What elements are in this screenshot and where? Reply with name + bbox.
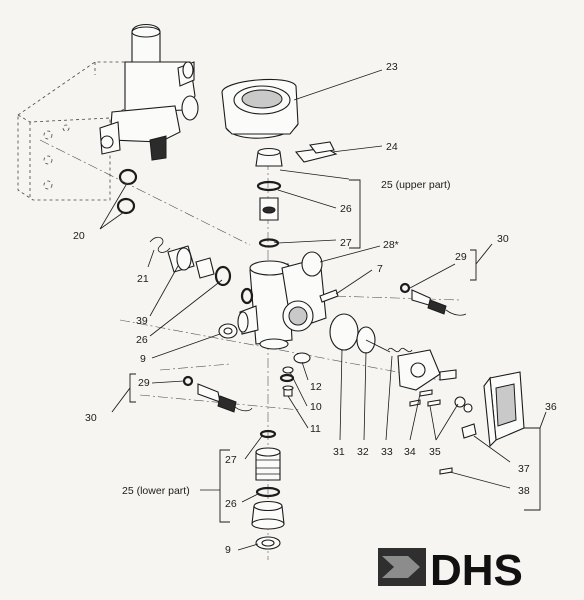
callout-39: 39 [136, 315, 148, 327]
callout-9-lower: 9 [225, 544, 231, 556]
bracket-30-left [111, 373, 136, 413]
sensor-left-assembly [182, 375, 253, 413]
callout-36: 36 [545, 401, 557, 413]
bracket-30-right [470, 243, 493, 281]
part-25-lower-stack [251, 429, 285, 550]
assembly-centerlines [39, 139, 461, 560]
part-36-housing [483, 371, 525, 448]
callout-31: 31 [333, 446, 345, 458]
callout-21: 21 [137, 273, 149, 285]
leader-lines [99, 69, 511, 551]
callout-37: 37 [518, 463, 530, 475]
callout-34: 34 [404, 446, 416, 458]
callout-32: 32 [357, 446, 369, 458]
callout-26-upper: 26 [340, 203, 352, 215]
callout-25-lower: 25 (lower part) [122, 485, 190, 497]
main-valve-body [237, 251, 327, 350]
part-26-left-parts [195, 257, 254, 305]
part-38-screw [439, 467, 453, 475]
callout-38: 38 [518, 485, 530, 497]
callout-9-left: 9 [140, 353, 146, 365]
part-24-clip [294, 141, 338, 163]
dhs-logo: DHS [378, 546, 523, 595]
callout-30-left: 30 [85, 412, 97, 424]
part-9-washer-left [218, 323, 238, 339]
bracket-25-lower [219, 449, 230, 523]
callout-30-right: 30 [497, 233, 509, 245]
part-35-screws [409, 389, 473, 413]
callout-25-upper: 25 (upper part) [381, 179, 450, 191]
part-23-cap [221, 78, 299, 139]
callout-20: 20 [73, 230, 85, 242]
part-34-cover [397, 349, 457, 391]
o-ring-20-pair [116, 168, 138, 215]
logo-text: DHS [430, 546, 523, 595]
callout-24: 24 [386, 141, 398, 153]
ghost-valve-block [17, 61, 186, 201]
callout-26-left: 26 [136, 334, 148, 346]
callout-7: 7 [377, 263, 383, 275]
part-39-nut [167, 245, 195, 273]
callout-29-left: 29 [138, 377, 150, 389]
part-33-spring [387, 347, 413, 353]
part-31-diaphragm [329, 313, 359, 351]
callout-11: 11 [310, 423, 321, 435]
callout-33: 33 [381, 446, 393, 458]
callout-29-right: 29 [455, 251, 467, 263]
callout-26-lower: 26 [225, 498, 237, 510]
sensor-right-assembly [399, 282, 467, 316]
parts-10-11-12 [279, 352, 311, 397]
part-21-spring-clip [149, 236, 171, 253]
part-7-screw [319, 289, 339, 303]
valve-body-ghost [99, 23, 199, 161]
callout-27-upper: 27 [340, 237, 352, 249]
callout-23: 23 [386, 61, 398, 73]
callout-10: 10 [310, 401, 322, 413]
callout-28: 28* [383, 239, 399, 251]
bracket-36 [524, 411, 547, 511]
logo-arrow-icon [382, 556, 420, 578]
callout-27-lower: 27 [225, 454, 237, 466]
callout-labels: 23 24 25 (upper part) 26 27 28* 30 29 7 … [73, 61, 557, 556]
callout-35: 35 [429, 446, 441, 458]
part-32-plate [356, 326, 391, 354]
callout-12: 12 [310, 381, 322, 393]
bracket-25-upper [349, 179, 361, 249]
part-25-upper-stack [255, 147, 283, 248]
part-37-clip [461, 423, 477, 439]
